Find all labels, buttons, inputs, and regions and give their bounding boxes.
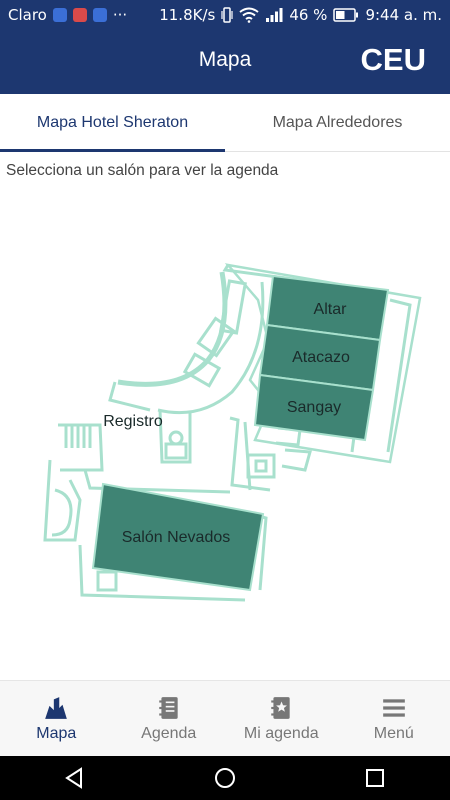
star-notebook-icon — [271, 696, 290, 719]
battery-icon — [333, 8, 359, 22]
recents-square-icon[interactable] — [363, 766, 387, 790]
system-navigation-bar — [0, 756, 450, 800]
area-label-registro: Registro — [103, 413, 163, 430]
nav-label: Agenda — [141, 724, 197, 742]
wifi-icon — [239, 7, 259, 23]
tab-bar: Mapa Hotel Sheraton Mapa Alrededores — [0, 94, 450, 152]
room-sangay[interactable] — [253, 373, 375, 442]
tab-mapa-alrededores[interactable]: Mapa Alrededores — [272, 113, 403, 131]
phone-notification-icon — [92, 8, 107, 22]
back-triangle-icon[interactable] — [63, 766, 87, 790]
status-bar: Claro ··· 11.8K/s — [0, 0, 450, 30]
nav-mi-agenda[interactable]: Mi agenda — [225, 681, 338, 756]
tab-mapa-hotel-sheraton[interactable]: Mapa Hotel Sheraton — [0, 94, 225, 152]
network-speed: 11.8K/s — [159, 6, 216, 24]
instruction-text: Selecciona un salón para ver la agenda — [6, 162, 279, 179]
vibrate-icon — [221, 7, 233, 23]
shield-notification-icon — [52, 8, 67, 22]
room-label-altar: Altar — [314, 301, 348, 318]
page-title: Mapa — [198, 48, 252, 71]
nav-menu[interactable]: Menú — [338, 681, 450, 756]
app-bar: Mapa CEU — [0, 30, 450, 94]
map-buildings-icon — [45, 696, 68, 719]
nav-mapa[interactable]: Mapa — [0, 681, 113, 756]
room-label-sangay: Sangay — [287, 399, 341, 416]
brand-logo: CEU — [360, 42, 426, 77]
more-notifications-icon: ··· — [112, 6, 128, 24]
room-label-salon-nevados: Salón Nevados — [122, 529, 231, 546]
mail-notification-icon — [72, 8, 87, 22]
notebook-icon — [159, 696, 178, 719]
hotel-floor-map: Altar Atacazo Sangay Salón Nevados Regis… — [43, 263, 422, 602]
hamburger-menu-icon — [382, 698, 405, 717]
signal-icon — [266, 8, 283, 22]
clock: 9:44 a. m. — [365, 6, 442, 24]
nav-label: Menú — [373, 724, 414, 742]
room-salon-nevados[interactable] — [91, 482, 265, 592]
nav-label: Mi agenda — [243, 724, 319, 742]
room-label-atacazo: Atacazo — [292, 349, 350, 366]
bottom-navigation: Mapa Agenda Mi agenda — [0, 680, 450, 756]
home-circle-icon[interactable] — [213, 766, 237, 790]
nav-label: Mapa — [36, 724, 77, 742]
nav-agenda[interactable]: Agenda — [113, 681, 226, 756]
carrier-name: Claro — [8, 6, 47, 24]
battery-level: 46 % — [289, 6, 328, 24]
